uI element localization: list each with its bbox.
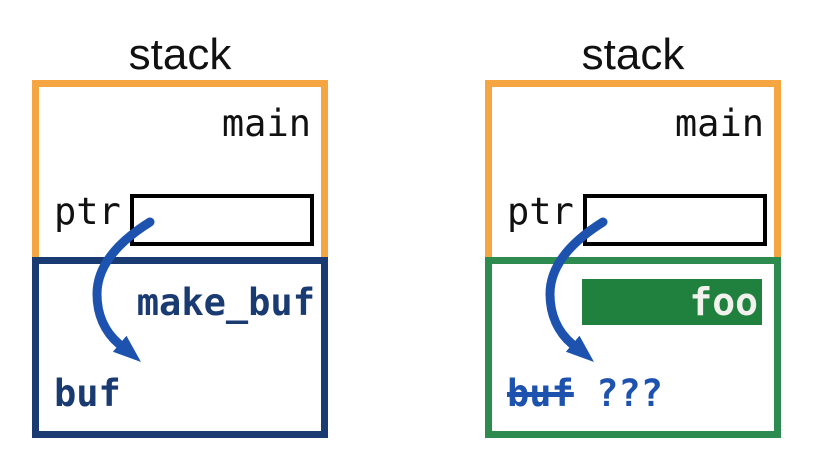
stack-panel-before: stack main ptr make_buf buf	[32, 0, 328, 472]
unknown-value-label: ???	[596, 372, 663, 415]
ptr-value-box	[583, 194, 767, 246]
ptr-variable-label: ptr	[507, 190, 574, 233]
make-buf-stack-frame	[32, 257, 328, 438]
stack-panel-after: stack main ptr foo buf ???	[485, 0, 781, 472]
foo-frame-label: foo	[689, 280, 758, 324]
buf-variable-label: buf	[54, 372, 121, 415]
ptr-value-box	[130, 194, 314, 246]
buf-struck-label: buf	[507, 372, 574, 415]
stack-title: stack	[581, 30, 685, 79]
main-frame-label: main	[674, 102, 764, 145]
stack-title: stack	[128, 30, 232, 79]
ptr-variable-label: ptr	[54, 190, 121, 233]
label-space	[574, 372, 596, 415]
main-frame-label: main	[221, 102, 311, 145]
foo-data-block: foo	[582, 279, 762, 325]
make-buf-frame-label: make_buf	[136, 281, 315, 324]
dangling-buf-label: buf ???	[507, 374, 663, 414]
